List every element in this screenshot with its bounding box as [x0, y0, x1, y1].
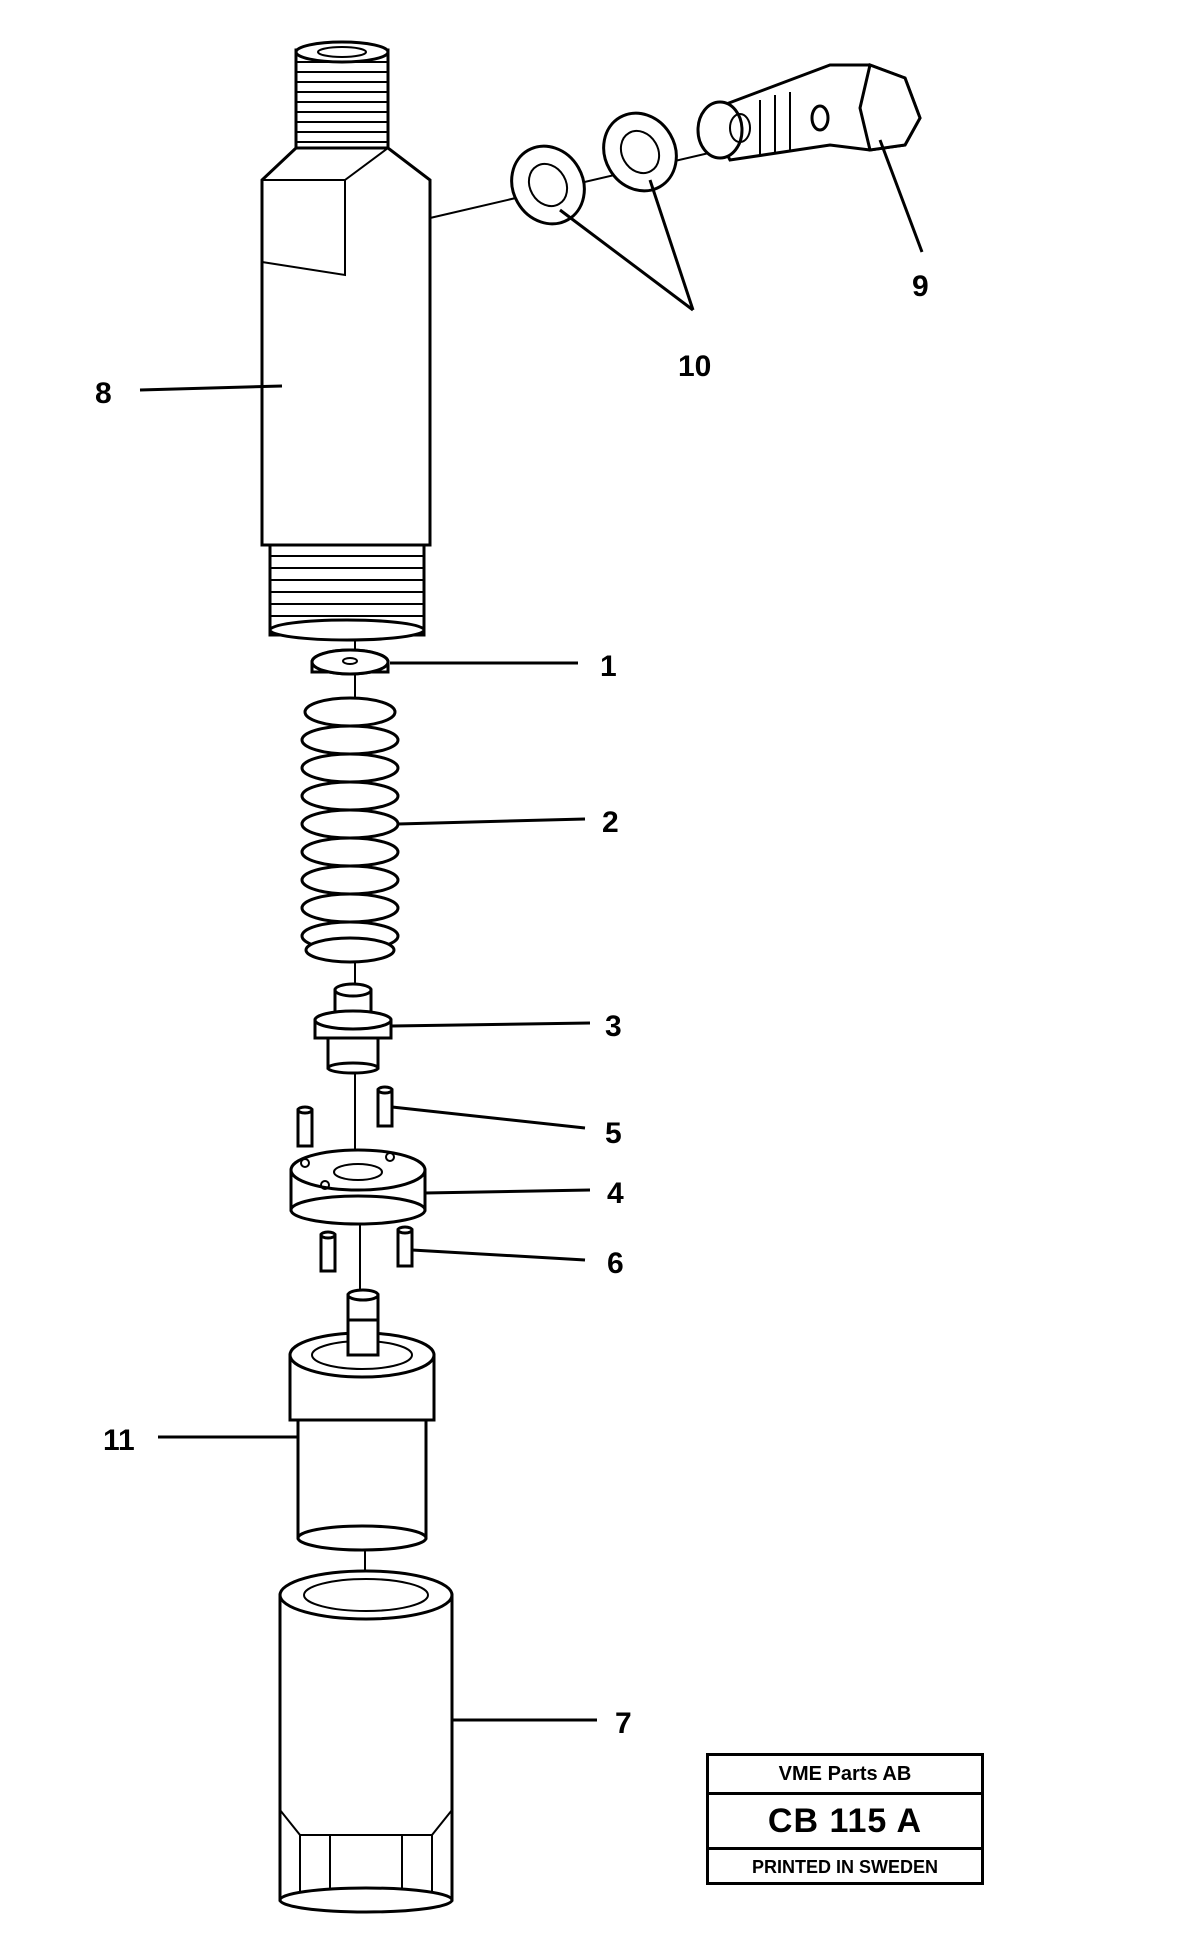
leader-lines — [139, 139, 924, 1722]
callout-11: 11 — [103, 1424, 135, 1457]
part-9-banjo-bolt — [696, 63, 922, 162]
callout-4: 4 — [607, 1177, 624, 1210]
part-6-dowel-pins-lower — [319, 1225, 414, 1273]
title-block: VME Parts AB CB 115 A PRINTED IN SWEDEN — [706, 1753, 984, 1885]
part-11-nozzle — [288, 1288, 436, 1552]
part-5-dowel-pins-upper — [296, 1085, 394, 1148]
part-8-injector-holder — [260, 40, 432, 642]
title-block-printed-note: PRINTED IN SWEDEN — [751, 1857, 938, 1877]
title-block-drawing-code: CB 115 A — [709, 1795, 981, 1850]
part-10-sealing-washers — [510, 111, 678, 226]
callout-10: 10 — [678, 350, 711, 383]
part-2-spring — [300, 696, 400, 964]
part-7-retaining-nut — [278, 1569, 454, 1914]
assembly-axis — [354, 104, 916, 1575]
callout-9: 9 — [912, 270, 929, 303]
callout-6: 6 — [607, 1247, 624, 1280]
callout-8: 8 — [95, 377, 112, 410]
callout-5: 5 — [605, 1117, 622, 1150]
callout-2: 2 — [602, 806, 619, 839]
callout-1: 1 — [600, 650, 617, 683]
callout-7: 7 — [615, 1707, 632, 1740]
callout-3: 3 — [605, 1010, 622, 1043]
title-block-company: VME Parts AB — [709, 1756, 981, 1795]
part-3-spring-seat — [313, 982, 393, 1075]
part-4-intermediate-disc — [289, 1148, 427, 1226]
part-1-shim — [310, 648, 390, 676]
